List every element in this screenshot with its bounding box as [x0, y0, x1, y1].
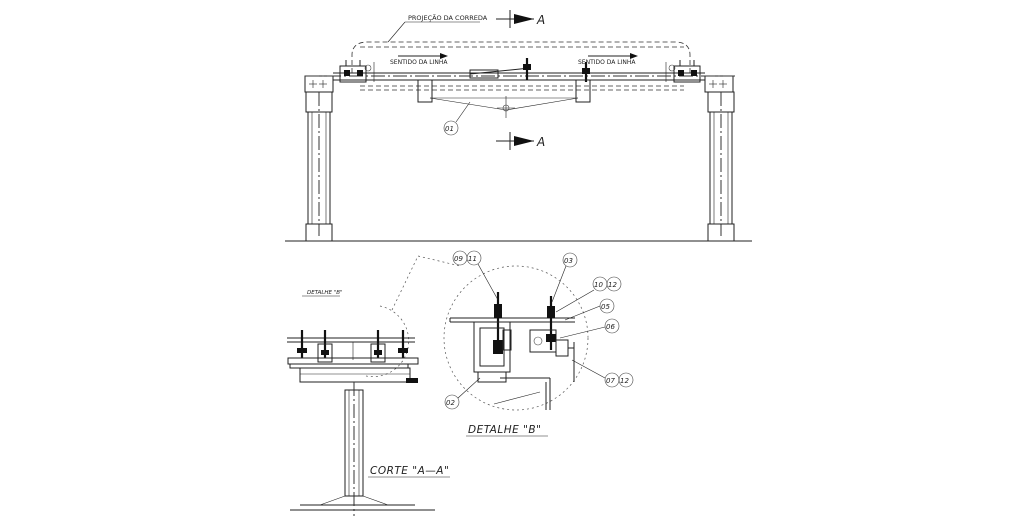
detail-leader: [391, 255, 461, 311]
svg-text:12: 12: [608, 281, 617, 289]
line-direction-label-right: SENTIDO DA LINHA: [578, 59, 636, 66]
line-direction-label-left: SENTIDO DA LINHA: [390, 59, 448, 66]
runway-projection-outline: [351, 41, 691, 73]
section-aa-view: DETALHE "B": [287, 255, 461, 516]
svg-text:03: 03: [564, 257, 573, 265]
detail-b-left-insulator: [473, 292, 512, 383]
section-aa-title: CORTE "A—A": [370, 465, 449, 477]
detail-b-view: 09 11 03 10 12 05 06 07: [443, 250, 634, 437]
svg-text:10: 10: [594, 281, 603, 289]
elevation-view: PROJEÇÃO DA CORREDA SENTIDO DA LINHA SEN…: [285, 10, 752, 242]
svg-text:01: 01: [445, 125, 454, 133]
svg-text:07: 07: [606, 377, 615, 385]
svg-text:12: 12: [620, 377, 629, 385]
svg-text:02: 02: [446, 399, 455, 407]
svg-text:11: 11: [468, 255, 477, 263]
svg-text:09: 09: [454, 255, 463, 263]
detail-b-right-insulator: [529, 296, 575, 382]
detail-b-circle: [365, 305, 410, 377]
callout-07-12: 07 12: [571, 359, 634, 388]
left-column: [304, 75, 334, 242]
svg-text:A: A: [536, 13, 545, 27]
callout-05: 05: [564, 298, 615, 321]
right-end-equipment: [665, 60, 701, 83]
right-column: [704, 75, 735, 242]
detail-b-reference-label: DETALHE "B": [307, 290, 343, 296]
svg-text:A: A: [536, 135, 545, 149]
svg-text:06: 06: [606, 323, 615, 331]
detail-b-title: DETALHE "B": [468, 424, 541, 436]
section-marker-top: A: [496, 10, 545, 28]
callout-06: 06: [559, 318, 620, 339]
callout-03: 03: [551, 252, 578, 303]
detail-b-boundary: [443, 265, 589, 411]
aa-insulator-group: [297, 330, 408, 363]
callout-10-12: 10 12: [555, 276, 622, 313]
section-marker-bottom: A: [496, 132, 545, 150]
left-end-equipment: [339, 60, 375, 83]
callout-02: 02: [444, 377, 481, 410]
runway-projection-label: PROJEÇÃO DA CORREDA: [408, 13, 488, 22]
callout-01: 01: [443, 101, 471, 136]
svg-text:05: 05: [601, 303, 610, 311]
center-switch-assembly: [417, 58, 591, 118]
callout-09-11: 09 11: [452, 250, 499, 301]
